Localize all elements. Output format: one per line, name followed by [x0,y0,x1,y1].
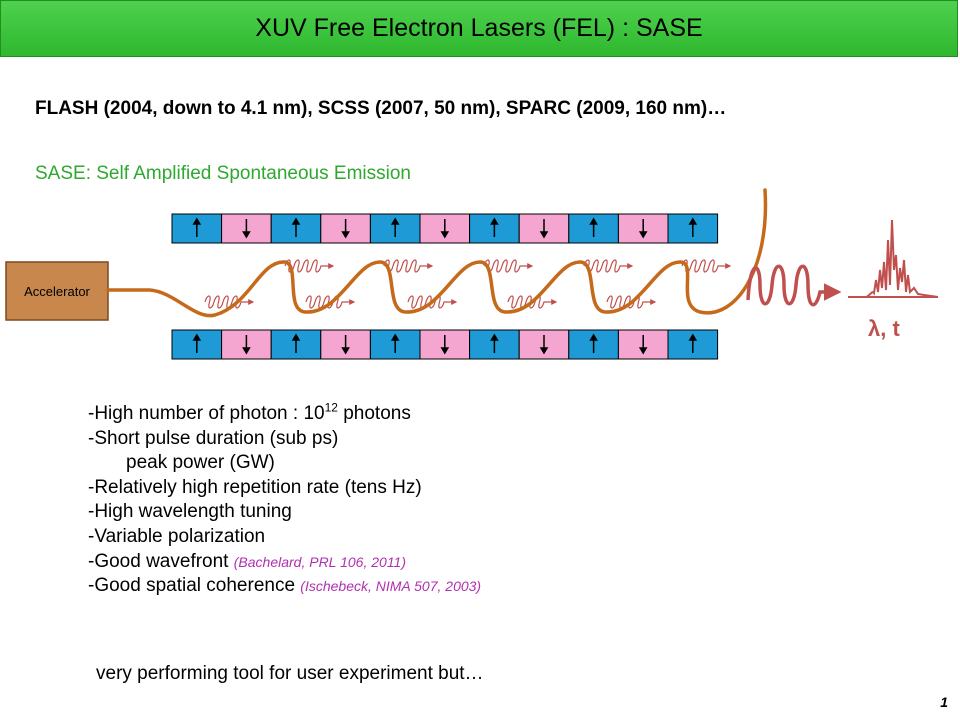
output-laser-wave [746,264,842,307]
arrow-up-icon [390,333,400,353]
fel-facilities-subtitle: FLASH (2004, down to 4.1 nm), SCSS (2007… [35,98,727,119]
arrow-down-icon [440,335,450,355]
bullet-pulse-duration: -Short pulse duration (sub ps) [88,427,339,449]
arrow-up-icon [589,333,598,353]
arrow-up-icon [589,217,598,237]
reference-bachelard: (Bachelard, PRL 106, 2011) [233,553,407,570]
arrow-down-icon [341,219,350,239]
magnet-row-bottom [171,329,719,360]
bullet-repetition-rate: -Relatively high repetition rate (tens H… [88,476,422,498]
title-bar: XUV Free Electron Lasers (FEL) : SASE [0,0,958,57]
photon-wave-packet [284,259,335,273]
photon-wave-packet [606,295,657,309]
arrow-down-icon [539,335,549,355]
bullet-wavefront: -Good wavefront (Bachelard, PRL 106, 201… [88,550,407,572]
arrow-down-icon [638,219,648,239]
arrow-down-icon [638,335,648,355]
bullet-spatial-coherence: -Good spatial coherence (Ischebeck, NIMA… [88,575,482,597]
photon-wave-packet [407,295,458,309]
arrow-up-icon [192,333,202,353]
spectrum-axis-label: λ, t [868,316,900,341]
bullet-polarization: -Variable polarization [88,525,266,547]
photon-wave-packet [483,259,534,273]
arrow-down-icon [539,219,549,239]
bullet-peak-power: peak power (GW) [126,452,275,474]
reference-ischebeck: (Ischebeck, NIMA 507, 2003) [300,578,482,595]
photon-wave-packet [204,295,255,309]
arrow-down-icon [242,219,251,239]
photon-wave-packet [583,259,634,273]
arrow-down-icon [341,335,350,355]
arrow-down-icon [440,219,450,239]
arrow-down-icon [242,335,251,355]
photon-wave-packet [507,295,558,309]
sase-definition: SASE: Self Amplified Spontaneous Emissio… [35,163,411,184]
bullet-wavelength-tuning: -High wavelength tuning [88,501,292,523]
spectrum-trace [848,219,939,298]
arrow-up-icon [688,333,698,353]
conclusion-text: very performing tool for user experiment… [96,663,484,684]
undulator-diagram [5,188,939,360]
electron-beam-trajectory [106,188,768,318]
photon-wave-packet [681,259,732,273]
arrow-up-icon [688,217,698,237]
arrow-up-icon [490,217,499,237]
bullet-photon-number: -High number of photon : 1012 photons [88,400,411,424]
slide-title: XUV Free Electron Lasers (FEL) : SASE [255,14,703,42]
arrow-up-icon [291,217,301,237]
photon-wave-packet [383,259,434,273]
magnet-row-top [171,213,719,244]
arrow-up-icon [291,333,301,353]
arrow-up-icon [390,217,400,237]
accelerator-box [5,261,109,321]
arrow-up-icon [490,333,499,353]
page-number: 1 [940,694,948,710]
feature-list: -High number of photon : 1012 photons -S… [88,402,481,599]
arrow-up-icon [192,217,202,237]
